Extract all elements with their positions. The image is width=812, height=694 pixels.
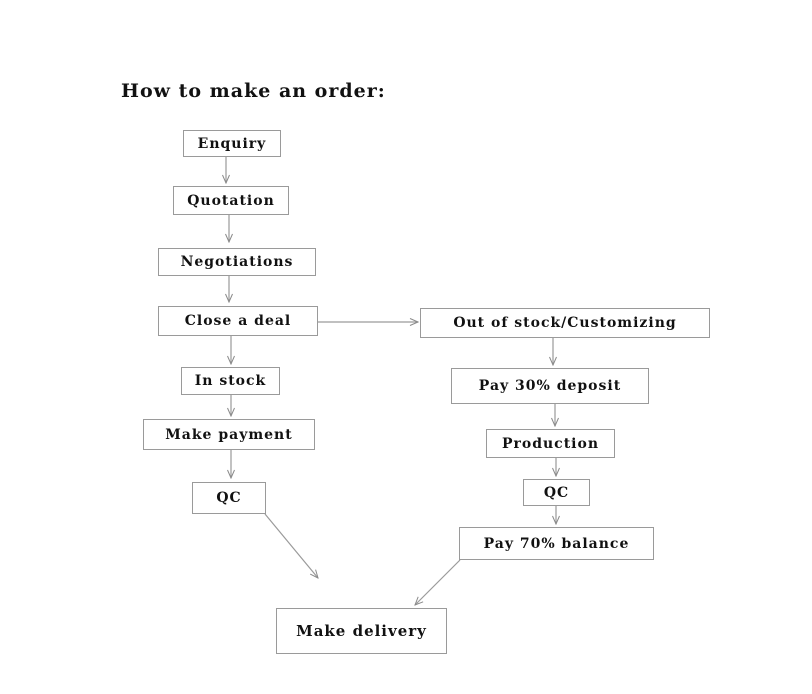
step-pay-deposit: Pay 30% deposit (451, 368, 649, 404)
step-close-deal: Close a deal (158, 306, 318, 336)
step-pay-balance: Pay 70% balance (459, 527, 654, 560)
step-negotiations: Negotiations (158, 248, 316, 276)
step-make-delivery: Make delivery (276, 608, 447, 654)
step-qc-customizing: QC (523, 479, 590, 506)
arrow-balance-to-delivery (415, 559, 461, 605)
step-qc-in-stock: QC (192, 482, 266, 514)
step-quotation: Quotation (173, 186, 289, 215)
step-make-payment: Make payment (143, 419, 315, 450)
step-in-stock: In stock (181, 367, 280, 395)
arrow-qc-to-delivery (264, 513, 318, 578)
page-title: How to make an order: (121, 80, 386, 102)
step-enquiry: Enquiry (183, 130, 281, 157)
step-production: Production (486, 429, 615, 458)
step-out-of-stock: Out of stock/Customizing (420, 308, 710, 338)
